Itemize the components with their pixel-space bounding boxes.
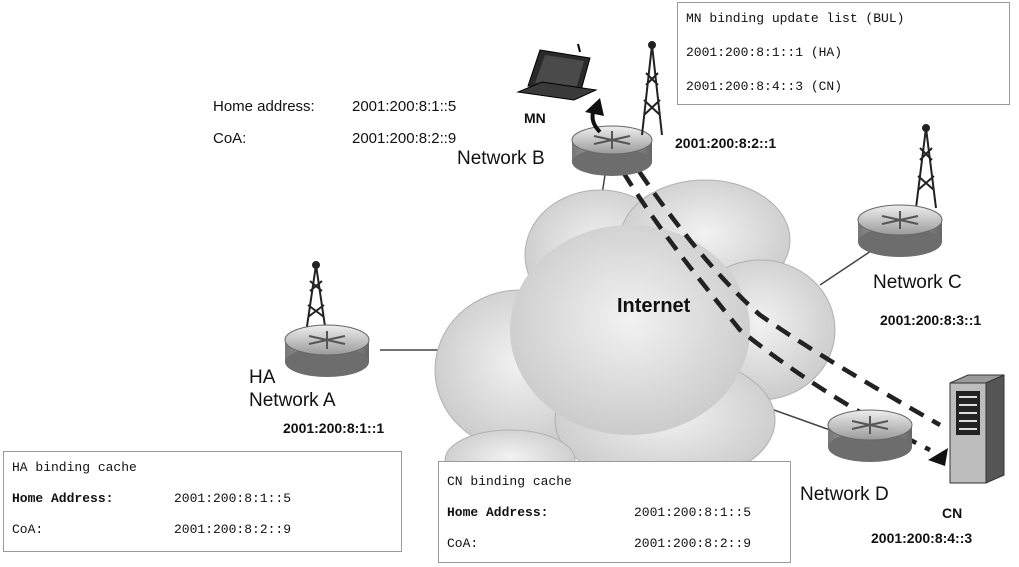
router-network-d	[827, 409, 913, 462]
mn-coa-value: 2001:200:8:2::9	[352, 130, 457, 147]
cn-cache-title: CN binding cache	[447, 474, 572, 489]
network-a-role: HA	[249, 367, 276, 388]
mn-binding-update-list-box: MN binding update list (BUL) 2001:200:8:…	[677, 2, 1010, 105]
arrowhead-cn	[928, 448, 948, 466]
network-b-address: 2001:200:8:2::1	[675, 135, 777, 151]
server-icon	[949, 374, 1005, 484]
ha-binding-cache-box: HA binding cache Home Address: 2001:200:…	[3, 451, 402, 552]
cn-address: 2001:200:8:4::3	[871, 530, 973, 546]
network-c-address: 2001:200:8:3::1	[880, 312, 982, 328]
mn-label: MN	[524, 110, 546, 126]
bul-entry-ha: 2001:200:8:1::1 (HA)	[686, 45, 843, 60]
ha-cache-home-label: Home Address:	[12, 491, 114, 506]
network-c-name: Network C	[873, 272, 962, 293]
ha-cache-coa-value: 2001:200:8:2::9	[174, 522, 292, 537]
bul-title: MN binding update list (BUL)	[686, 11, 905, 26]
ha-cache-home-value: 2001:200:8:1::5	[174, 491, 292, 506]
cn-cache-coa-label: CoA:	[447, 536, 479, 551]
router-network-a	[284, 324, 370, 377]
antenna-tower-a	[305, 261, 327, 334]
router-network-b	[571, 125, 653, 176]
ha-cache-title: HA binding cache	[12, 460, 137, 475]
bul-entry-cn: 2001:200:8:4::3 (CN)	[686, 79, 843, 94]
cn-binding-cache-box: CN binding cache Home Address: 2001:200:…	[438, 461, 791, 563]
mn-home-address-value: 2001:200:8:1::5	[352, 98, 457, 115]
cn-cache-coa-value: 2001:200:8:2::9	[634, 536, 752, 551]
arrowhead-mn	[585, 98, 604, 116]
network-b-name: Network B	[457, 148, 545, 169]
cn-label: CN	[942, 505, 963, 521]
mn-coa-label: CoA:	[213, 130, 247, 147]
ha-cache-coa-label: CoA:	[12, 522, 44, 537]
cn-cache-home-label: Home Address:	[447, 505, 549, 520]
antenna-tower-c	[915, 124, 937, 209]
laptop-icon	[516, 43, 598, 101]
router-network-c	[857, 204, 943, 257]
network-a-address: 2001:200:8:1::1	[283, 420, 385, 436]
internet-cloud	[434, 179, 836, 491]
network-a-name: Network A	[249, 390, 336, 411]
mn-home-address-label: Home address:	[213, 98, 315, 115]
internet-label: Internet	[617, 295, 691, 317]
network-d-name: Network D	[800, 484, 889, 505]
antenna-tower-b	[641, 41, 663, 136]
cn-cache-home-value: 2001:200:8:1::5	[634, 505, 752, 520]
